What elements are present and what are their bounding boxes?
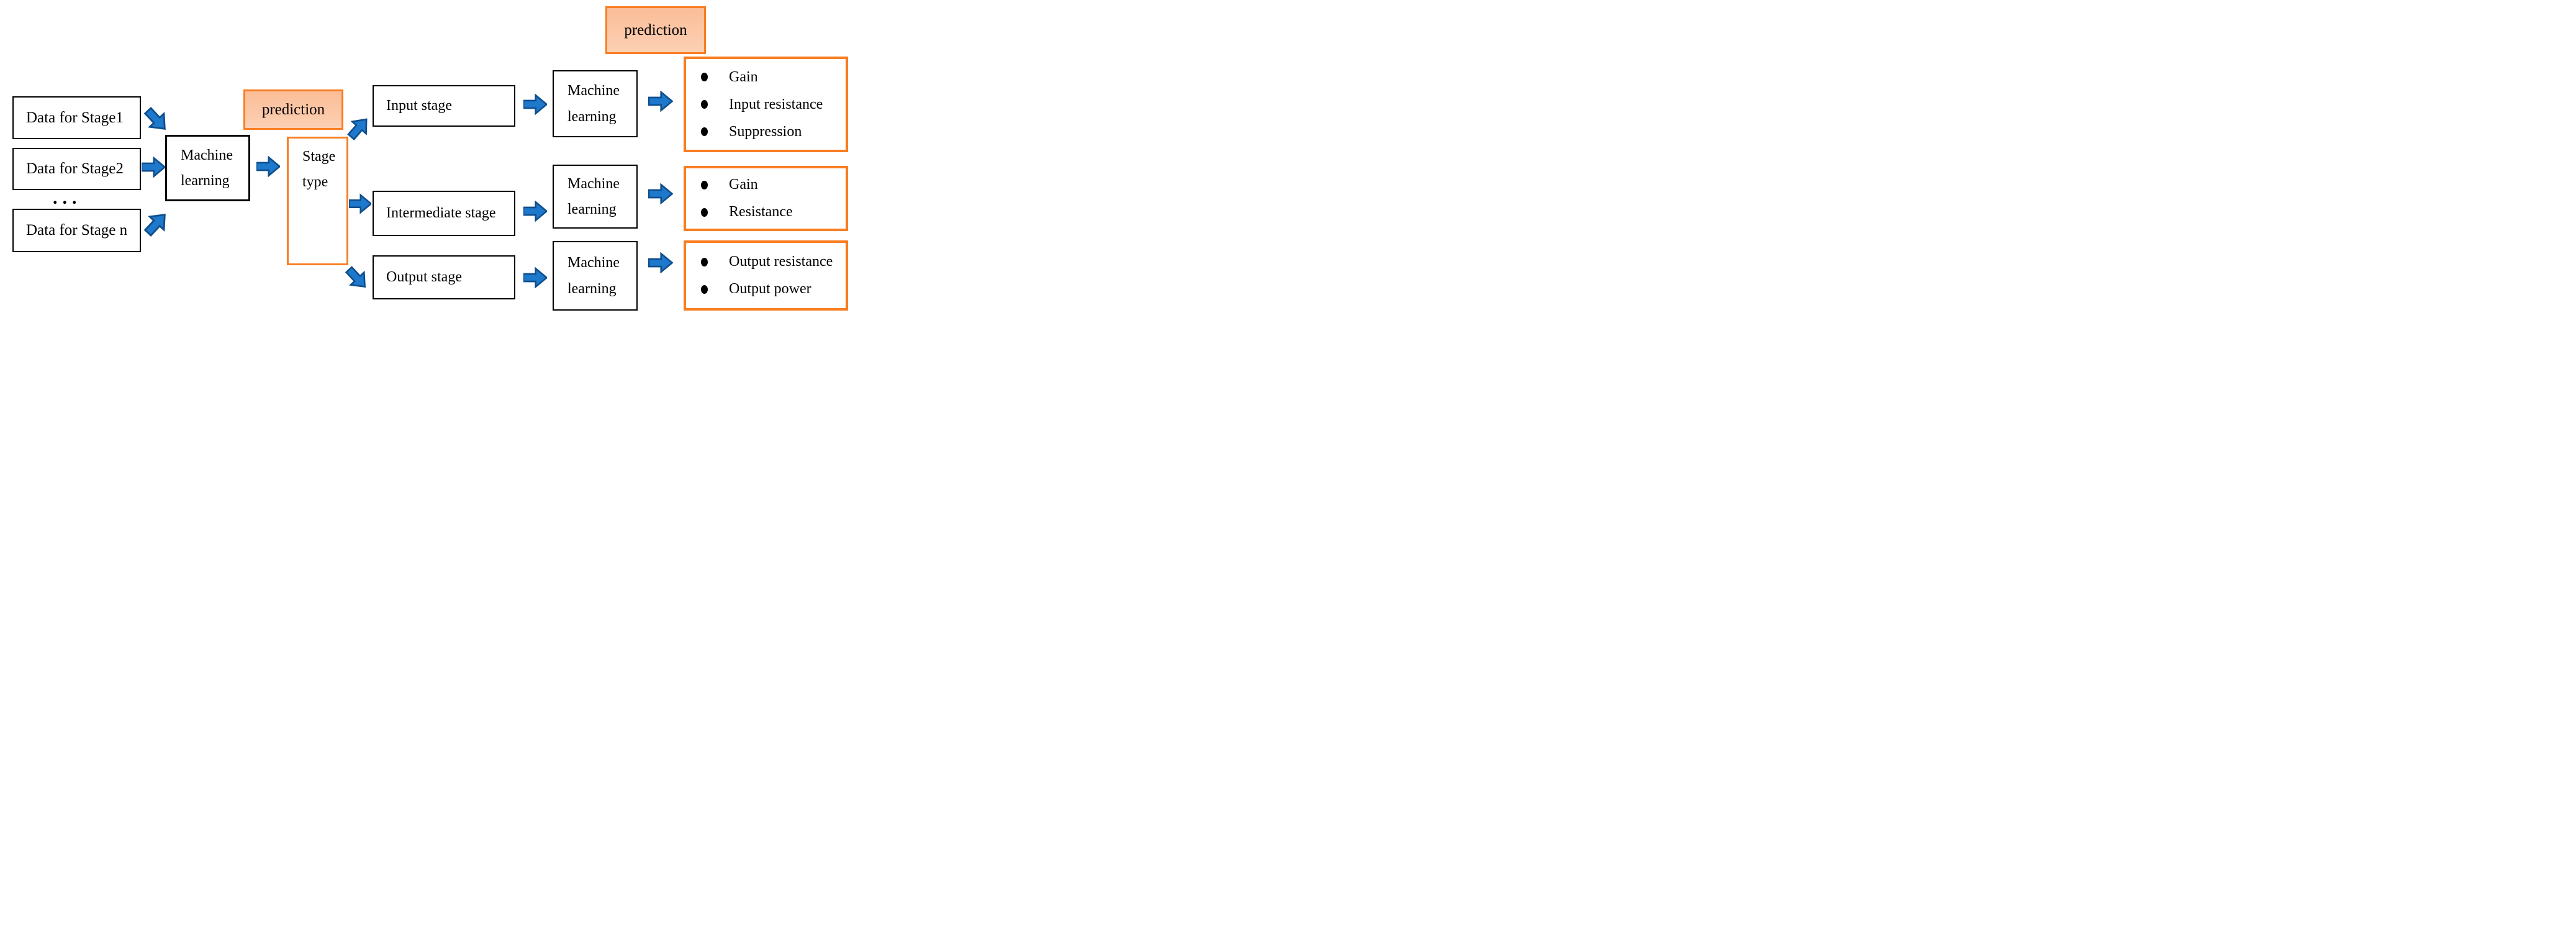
box-machine-learning-2: Machine learning xyxy=(553,70,638,137)
ml4-line2: learning xyxy=(567,280,617,297)
prediction-top-label: prediction xyxy=(624,21,687,39)
bullet-row: Resistance xyxy=(701,204,846,221)
output-item: Suppression xyxy=(729,123,802,140)
box-outputs-intermediate-stage: Gain Resistance xyxy=(684,166,848,231)
intermediate-stage-label: Intermediate stage xyxy=(386,205,496,222)
prediction-mid-label: prediction xyxy=(261,101,325,118)
ellipsis-more-stages: ... xyxy=(53,188,82,208)
arrow-right-icon xyxy=(256,156,280,177)
diagram-canvas: Data for Stage1 Data for Stage2 ... Data… xyxy=(0,0,859,313)
ml4-line1: Machine xyxy=(567,255,620,271)
arrow-right-icon xyxy=(648,91,673,112)
bullet-row: Output resistance xyxy=(701,253,846,270)
ml2-line1: Machine xyxy=(567,83,620,99)
input-stage-label: Input stage xyxy=(386,98,452,114)
stage-type-line2: type xyxy=(302,174,328,191)
bullet-row: Suppression xyxy=(701,124,846,140)
box-prediction-stage-type: prediction xyxy=(243,89,343,130)
box-data-stage2: Data for Stage2 xyxy=(12,148,141,190)
bullet-dot-icon xyxy=(701,207,708,217)
output-item: Output resistance xyxy=(729,253,833,270)
ml1-line1: Machine xyxy=(181,147,233,163)
arrow-right-icon xyxy=(142,157,165,178)
ml3-line2: learning xyxy=(567,201,617,217)
box-prediction-results: prediction xyxy=(605,6,706,54)
output-item: Resistance xyxy=(729,204,793,220)
arrow-down-right-icon xyxy=(340,261,374,295)
box-output-stage: Output stage xyxy=(373,255,515,299)
arrow-right-icon xyxy=(648,252,673,273)
output-item: Input resistance xyxy=(729,96,823,112)
bullet-dot-icon xyxy=(701,127,708,136)
arrow-right-icon xyxy=(349,193,371,214)
box-input-stage: Input stage xyxy=(373,85,515,127)
output-item: Output power xyxy=(729,281,811,297)
bullet-dot-icon xyxy=(701,285,708,294)
ml2-line2: learning xyxy=(567,108,617,125)
arrow-down-right-icon xyxy=(138,102,174,138)
box-data-stage-n: Data for Stage n xyxy=(12,209,141,252)
box-stage-type: Stage type xyxy=(287,137,348,265)
bullet-dot-icon xyxy=(701,257,708,266)
arrow-right-icon xyxy=(648,183,673,204)
output-stage-label: Output stage xyxy=(386,269,462,286)
bullet-row: Output power xyxy=(701,281,846,298)
arrow-right-icon xyxy=(523,94,547,115)
arrow-up-right-icon xyxy=(138,206,174,242)
ml1-line2: learning xyxy=(181,173,230,189)
arrow-right-icon xyxy=(523,201,547,222)
arrow-right-icon xyxy=(523,267,547,288)
box-data-stage2-label: Data for Stage2 xyxy=(26,160,124,178)
ml3-line1: Machine xyxy=(567,175,620,192)
bullet-row: Gain xyxy=(701,69,846,86)
arrow-up-right-icon xyxy=(342,111,376,145)
stage-type-line1: Stage xyxy=(302,148,336,165)
box-machine-learning-4: Machine learning xyxy=(553,241,638,311)
output-item: Gain xyxy=(729,68,758,85)
box-data-stage1: Data for Stage1 xyxy=(12,96,141,139)
output-item: Gain xyxy=(729,176,758,193)
bullet-dot-icon xyxy=(701,180,708,189)
bullet-dot-icon xyxy=(701,100,708,109)
bullet-dot-icon xyxy=(701,73,708,81)
box-data-stage-n-label: Data for Stage n xyxy=(26,222,128,239)
box-machine-learning-1: Machine learning xyxy=(165,135,250,201)
box-intermediate-stage: Intermediate stage xyxy=(373,191,515,236)
bullet-row: Input resistance xyxy=(701,96,846,113)
box-outputs-output-stage: Output resistance Output power xyxy=(684,240,848,311)
box-machine-learning-3: Machine learning xyxy=(553,165,638,229)
box-data-stage1-label: Data for Stage1 xyxy=(26,109,124,126)
bullet-row: Gain xyxy=(701,176,846,193)
box-outputs-input-stage: Gain Input resistance Suppression xyxy=(684,57,848,152)
